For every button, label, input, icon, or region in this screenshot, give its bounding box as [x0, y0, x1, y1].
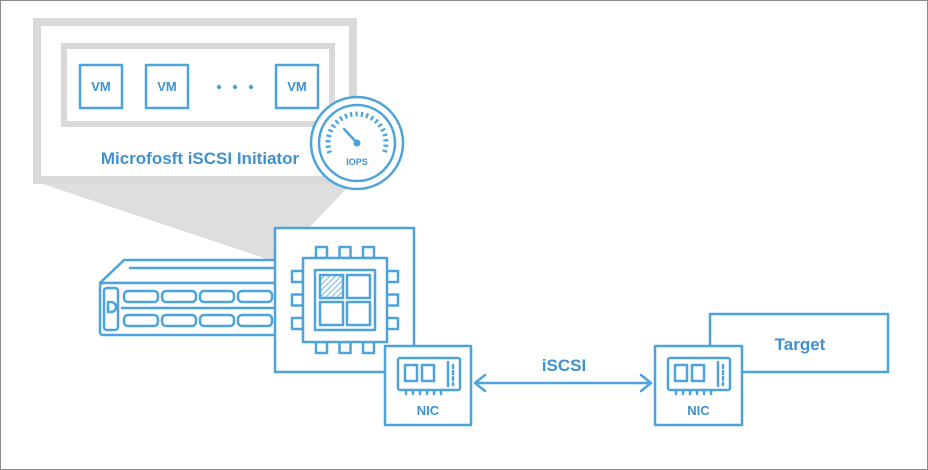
nic-card-icon — [666, 356, 732, 396]
gauge-label: IOPS — [346, 157, 368, 167]
drive-slot — [198, 313, 236, 328]
vm-box-outline — [274, 63, 320, 110]
cpu-pin — [290, 316, 305, 331]
nic-chip — [673, 363, 689, 383]
cpu-core-frame — [313, 268, 377, 332]
ellipsis-dot — [232, 84, 238, 90]
server-handle — [106, 300, 118, 314]
cpu-icon — [290, 245, 400, 355]
drive-slot — [236, 313, 274, 328]
iscsi-link-arrow — [473, 373, 653, 393]
cpu-pin — [385, 316, 400, 331]
cpu-pin — [290, 293, 305, 307]
drive-slot — [122, 289, 160, 304]
vm-label: VM — [287, 79, 307, 94]
nic-chip — [690, 363, 706, 383]
cpu-body — [301, 256, 389, 344]
nic-connector — [404, 388, 443, 396]
cpu-pin — [338, 340, 352, 355]
server-icon — [98, 258, 288, 337]
vm-box-outline — [78, 63, 124, 110]
target-nic-box: NIC — [653, 344, 744, 427]
cpu-core-active — [318, 273, 345, 300]
nic-card-board — [666, 356, 732, 392]
gauge-inner-ring — [317, 103, 397, 183]
cpu-pin — [314, 245, 329, 260]
vm-box: VM — [78, 63, 124, 110]
server-bezel — [102, 286, 120, 332]
drive-slot — [160, 289, 198, 304]
drive-slot — [122, 313, 160, 328]
target-title: Target — [775, 335, 826, 354]
nic-label: NIC — [687, 403, 710, 418]
initiator-title: Microfosft iSCSI Initiator — [101, 149, 300, 168]
drive-slot — [198, 289, 236, 304]
ellipsis-dot — [248, 84, 254, 90]
nic-card-board — [396, 356, 462, 392]
cpu-pin — [314, 340, 329, 355]
vm-box: VM — [274, 63, 320, 110]
link-label: iSCSI — [542, 356, 586, 375]
nic-connector — [674, 388, 713, 396]
server-top-face — [98, 258, 288, 285]
vm-label: VM — [157, 79, 177, 94]
cpu-core — [345, 273, 372, 300]
gauge-icon: IOPS — [309, 95, 405, 191]
gauge-scale — [325, 111, 389, 154]
nic-chip — [420, 363, 436, 383]
cpu-core — [345, 300, 372, 327]
cpu-pin — [385, 293, 400, 307]
drive-slot — [236, 289, 274, 304]
drive-slot — [160, 313, 198, 328]
cpu-pin — [361, 245, 376, 260]
host-nic-box: NIC — [383, 344, 473, 427]
cpu-pin — [338, 245, 352, 260]
cpu-pin — [290, 269, 305, 284]
more-vms-ellipsis — [216, 84, 254, 90]
cpu-pin — [361, 340, 376, 355]
vm-box: VM — [144, 63, 190, 110]
nic-card-icon — [396, 356, 462, 396]
cpu-pin — [385, 269, 400, 284]
nic-label: NIC — [417, 403, 440, 418]
vm-box-outline — [144, 63, 190, 110]
ellipsis-dot — [216, 84, 222, 90]
cpu-core — [318, 300, 345, 327]
gauge-hub — [353, 139, 361, 147]
vm-label: VM — [91, 79, 111, 94]
arrowhead-left — [473, 373, 487, 393]
nic-chip — [403, 363, 419, 383]
arrowhead-right — [639, 373, 653, 393]
initiator-callout: VM VM VM Microfosft iSCSI Initiator — [33, 18, 357, 184]
vm-group-frame — [61, 43, 335, 127]
